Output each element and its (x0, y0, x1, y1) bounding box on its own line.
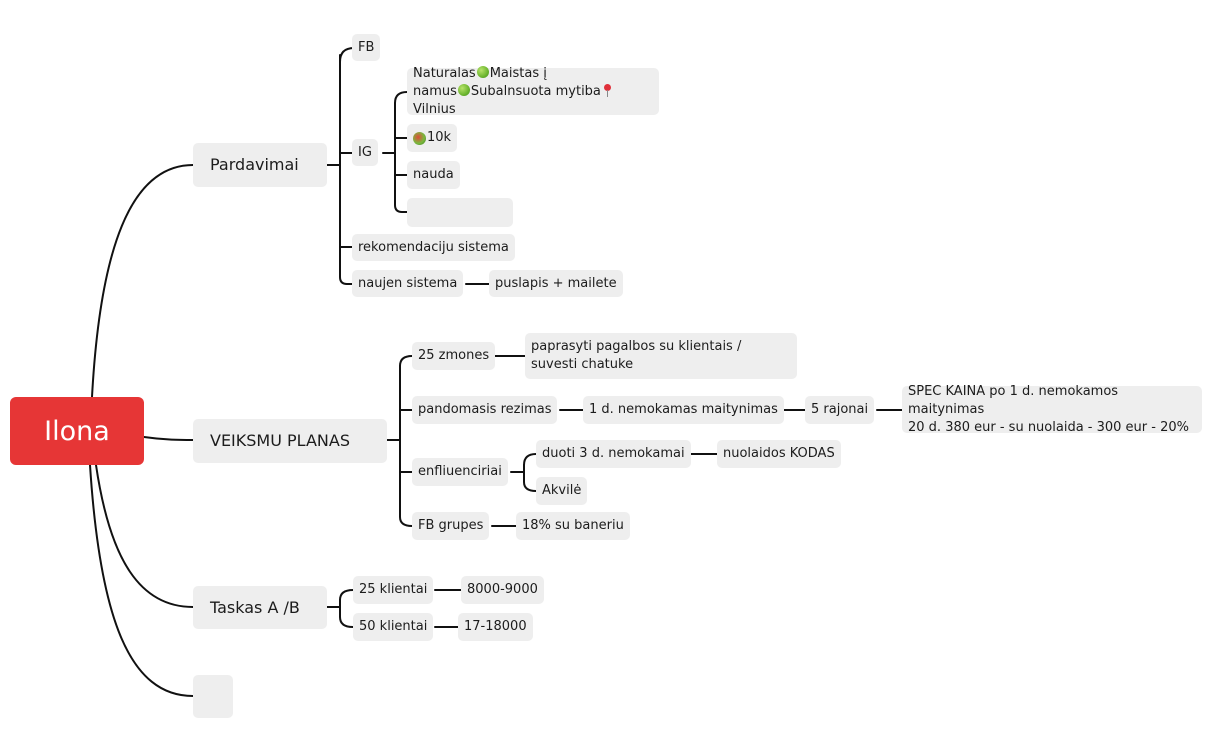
topic-duoti[interactable]: duoti 3 d. nemokamai (536, 440, 691, 468)
topic-label: Pardavimai (210, 155, 299, 174)
topic-25-zmones[interactable]: 25 zmones (412, 342, 496, 370)
topic-25-klientai[interactable]: 25 klientai (353, 576, 434, 604)
topic-label: IG (358, 144, 372, 160)
topic-label: pandomasis rezimas (418, 402, 552, 417)
root-label: Ilona (44, 415, 110, 447)
bio-part: Subalnsuota mytiba (470, 83, 601, 99)
bio-part: namus (413, 83, 457, 99)
topic-label: 1 d. nemokamas maitynimas (589, 402, 778, 417)
topic-veiksmu-planas[interactable]: VEIKSMU PLANAS (193, 419, 387, 463)
topic-label: puslapis + mailete (495, 275, 617, 291)
topic-label: Akvilė (542, 483, 582, 498)
topic-fb-grupes[interactable]: FB grupes (412, 512, 490, 540)
topic-label: rekomendaciju sistema (358, 239, 509, 255)
topic-17-18000[interactable]: 17-18000 (458, 613, 533, 641)
topic-label: FB grupes (418, 518, 484, 533)
topic-label: nauda (413, 167, 454, 182)
bio-part: Maistas į (489, 65, 547, 81)
topic-label: enfliuenciriai (418, 464, 502, 479)
topic-empty-branch[interactable] (193, 675, 233, 718)
topic-label: naujen sistema (358, 275, 458, 291)
topic-rekomendaciju[interactable]: rekomendaciju sistema (352, 234, 515, 261)
topic-ig[interactable]: IG (352, 139, 378, 166)
topic-label: Taskas A /B (210, 597, 300, 617)
topic-50-klientai[interactable]: 50 klientai (353, 613, 434, 641)
topic-label: paprasyti pagalbos su klientais / suvest… (531, 339, 742, 372)
topic-label: 18% su baneriu (522, 518, 624, 533)
topic-akvile[interactable]: Akvilė (536, 477, 588, 505)
topic-label: 17-18000 (464, 619, 527, 634)
topic-followers[interactable]: 10k (407, 124, 458, 152)
green-apple-icon (457, 83, 470, 96)
topic-label: 50 klientai (359, 619, 428, 634)
topic-label: 10k (427, 130, 452, 145)
topic-label: FB (358, 39, 375, 55)
topic-fb[interactable]: FB (352, 34, 381, 61)
topic-label: 25 zmones (418, 348, 490, 363)
bio-part: Vilnius (413, 101, 456, 117)
topic-multiline-text: Naturalas Maistas į namus Subalnsuota myti… (413, 65, 653, 119)
topic-spec-kaina[interactable]: SPEC KAINA po 1 d. nemokamos maitynimas 2… (902, 384, 1202, 435)
topic-enfliuenciriai[interactable]: enfliuenciriai (412, 458, 508, 486)
topic-kodas[interactable]: nuolaidos KODAS (717, 440, 841, 468)
topic-label: 25 klientai (359, 582, 428, 597)
topic-label: nuolaidos KODAS (723, 446, 835, 461)
topic-baneriu[interactable]: 18% su baneriu (516, 512, 630, 540)
topic-label: VEIKSMU PLANAS (210, 431, 350, 450)
topic-nauda[interactable]: nauda (407, 161, 460, 189)
topic-pagalbos[interactable]: paprasyti pagalbos su klientais / suvest… (525, 333, 797, 379)
topic-taskas[interactable]: Taskas A /B (193, 586, 327, 629)
topic-multiline-text: SPEC KAINA po 1 d. nemokamos maitynimas 2… (908, 383, 1196, 437)
topic-pandomasis[interactable]: pandomasis rezimas (412, 396, 558, 424)
topic-pardavimai[interactable]: Pardavimai (193, 143, 327, 187)
bio-part: Naturalas (413, 65, 476, 81)
topic-naujen-sistema[interactable]: naujen sistema (352, 270, 464, 297)
topic-rajonai[interactable]: 5 rajonai (805, 396, 875, 424)
green-apple-icon (476, 65, 489, 78)
topic-nemokamas[interactable]: 1 d. nemokamas maitynimas (583, 396, 784, 424)
topic-empty[interactable] (407, 198, 513, 227)
root-topic[interactable]: Ilona (10, 397, 144, 465)
topic-label: 5 rajonai (811, 402, 869, 417)
topic-label: duoti 3 d. nemokamai (542, 446, 685, 461)
topic-ig-bio[interactable]: Naturalas Maistas į namus Subalnsuota myti… (407, 65, 659, 117)
location-pin-icon (603, 83, 612, 97)
spec-line: 20 d. 380 eur - su nuolaida - 300 eur - … (908, 419, 1189, 435)
topic-puslapis[interactable]: puslapis + mailete (489, 270, 623, 297)
topic-8000-9000[interactable]: 8000-9000 (461, 576, 544, 604)
topic-label: 8000-9000 (467, 582, 538, 597)
spec-line: SPEC KAINA po 1 d. nemokamos maitynimas (908, 383, 1119, 417)
salad-icon (413, 131, 426, 145)
